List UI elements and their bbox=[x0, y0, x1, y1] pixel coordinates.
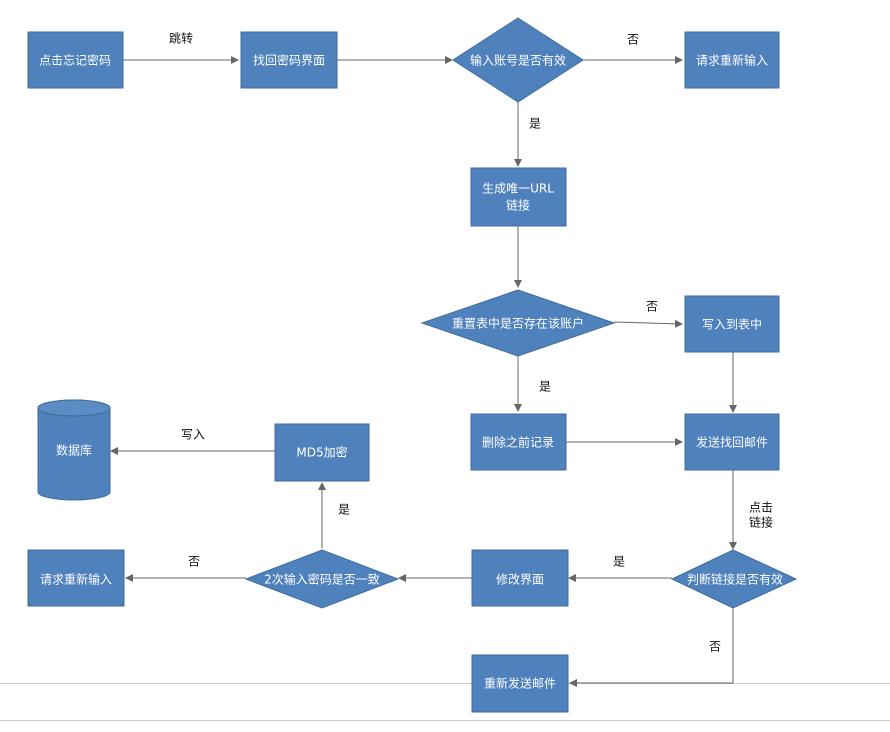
edge-label-yes-4: 是 bbox=[338, 503, 350, 517]
label-reinput-top: 请求重新输入 bbox=[696, 53, 768, 68]
label-account-exists: 重置表中是否存在该账户 bbox=[452, 316, 584, 331]
node-resend-mail[interactable] bbox=[471, 654, 569, 713]
edge-label-jump: 跳转 bbox=[169, 31, 193, 46]
label-gen-url-line2: 链接 bbox=[506, 198, 530, 213]
bottom-strip bbox=[0, 683, 890, 721]
edge-link-no bbox=[569, 608, 734, 687]
node-gen-url[interactable] bbox=[470, 167, 567, 227]
edge-label-no-1: 否 bbox=[627, 33, 639, 47]
node-link-valid[interactable] bbox=[670, 549, 798, 609]
node-account-exists[interactable] bbox=[420, 289, 616, 357]
node-modify-page[interactable] bbox=[471, 549, 569, 607]
label-pwd-match: 2次输入密码是否一致 bbox=[264, 572, 380, 587]
edge-label-click-link-line1: 点击 bbox=[749, 501, 773, 515]
edge-labels: 跳转 否 是 否 是 点击 链接 是 否 是 否 写入 bbox=[169, 31, 773, 654]
label-reinput-bottom: 请求重新输入 bbox=[40, 572, 112, 587]
node-account-valid[interactable] bbox=[452, 17, 584, 103]
label-modify-page: 修改界面 bbox=[496, 572, 544, 587]
label-delete-prev: 删除之前记录 bbox=[482, 435, 554, 450]
node-delete-prev[interactable] bbox=[470, 413, 567, 471]
edge-label-no-2: 否 bbox=[646, 300, 658, 314]
label-send-mail: 发送找回邮件 bbox=[696, 435, 768, 450]
label-recover-page: 找回密码界面 bbox=[253, 53, 325, 68]
node-reinput-bottom[interactable] bbox=[27, 549, 125, 607]
label-link-valid: 判断链接是否有效 bbox=[687, 572, 783, 587]
node-database[interactable] bbox=[37, 399, 111, 501]
database-top-ellipse bbox=[37, 399, 111, 417]
edges bbox=[110, 56, 737, 687]
node-recover-page[interactable] bbox=[240, 31, 338, 89]
node-send-mail[interactable] bbox=[684, 413, 780, 471]
edge-label-yes-3: 是 bbox=[613, 555, 625, 569]
label-database: 数据库 bbox=[56, 443, 92, 458]
label-account-valid: 输入账号是否有效 bbox=[470, 53, 566, 68]
node-reinput-top[interactable] bbox=[684, 31, 780, 89]
node-labels: 点击忘记密码 找回密码界面 输入账号是否有效 请求重新输入 生成唯一URL 链接… bbox=[39, 53, 783, 691]
nodes bbox=[27, 17, 798, 713]
node-click-forgot[interactable] bbox=[27, 31, 124, 89]
label-gen-url-line1: 生成唯一URL bbox=[482, 182, 554, 196]
label-click-forgot: 点击忘记密码 bbox=[39, 53, 111, 68]
edge-check-no bbox=[613, 319, 683, 328]
label-write-table: 写入到表中 bbox=[702, 317, 762, 332]
edge-label-write-in: 写入 bbox=[181, 428, 205, 442]
node-md5[interactable] bbox=[274, 423, 370, 482]
label-resend-mail: 重新发送邮件 bbox=[484, 676, 556, 691]
edge-label-yes-2: 是 bbox=[539, 380, 551, 394]
node-pwd-match[interactable] bbox=[244, 549, 400, 609]
node-write-table[interactable] bbox=[684, 295, 780, 353]
edge-label-yes-1: 是 bbox=[529, 117, 541, 131]
edge-label-no-4: 否 bbox=[188, 555, 200, 569]
edge-label-click-link-line2: 链接 bbox=[749, 515, 773, 530]
label-md5: MD5加密 bbox=[296, 445, 347, 460]
edge-label-no-3: 否 bbox=[709, 640, 721, 654]
